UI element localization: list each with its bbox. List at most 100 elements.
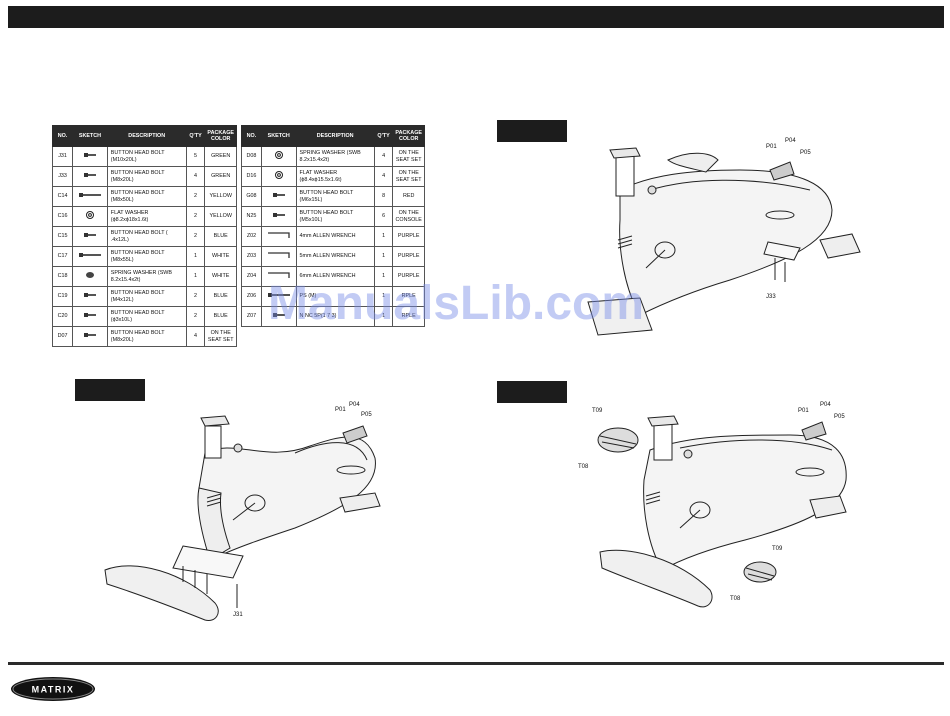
package-color: WHITE [204,246,237,267]
wrench-sketch-icon [267,272,290,279]
part-label: T08 [730,596,741,602]
part-number: C14 [51,186,74,207]
quantity: 1 [373,246,394,267]
step-label-1 [75,379,145,401]
bolt-sketch-icon [272,213,285,218]
bolt-sketch-icon [83,333,96,338]
package-color: BLUE [204,226,237,247]
part-description: BUTTON HEAD BOLT (ϕ3x10L) [106,306,187,327]
part-label: J33 [766,294,776,300]
quantity: 1 [185,266,206,287]
logo-text: MATRIX [32,685,75,695]
part-label: P04 [349,402,360,408]
package-color: ON THE SEAT SET [392,166,425,187]
package-color: ON THE CONSOLE [392,206,425,227]
washer-sketch-icon [85,211,94,220]
part-description: BUTTON HEAD BOLT (M6x15L) [295,186,375,207]
sketch [72,246,108,267]
step-label-3 [497,381,567,403]
sketch [260,146,297,167]
part-number: C16 [51,206,74,227]
sketch [72,306,108,327]
footer-rule [8,662,944,665]
part-number: Z02 [241,226,262,247]
longbolt-sketch-icon [78,193,101,198]
package-color: RED [392,186,425,207]
col-sketch: SKETCH [260,125,297,147]
part-description: SPRING WASHER (SWB 8.2x15.4x2t) [295,146,375,167]
part-number: Z07 [241,306,262,327]
quantity: 2 [185,306,206,327]
quantity: 1 [185,246,206,267]
quantity: 6 [373,206,394,227]
bolt-sketch-icon [83,153,96,158]
part-number: Z03 [241,246,262,267]
longbolt-sketch-icon [78,253,101,258]
part-number: C19 [51,286,74,307]
sketch [72,266,108,287]
quantity: 5 [185,146,206,167]
col-no: NO. [51,125,74,147]
part-label: T08 [578,464,589,470]
smallbolt-sketch-icon [83,313,96,318]
parts-table-left: NO. SKETCH DESCRIPTION Q'TY PACKAGE COLO… [51,125,237,347]
part-number: D16 [241,166,262,187]
package-color: YELLOW [204,186,237,207]
part-description: BUTTON HEAD BOLT (M8x20L) [106,326,187,347]
part-label: P04 [785,138,796,144]
part-description: 5mm ALLEN WRENCH [295,246,375,267]
package-color: PURPLE [392,246,425,267]
part-description: BUTTON HEAD BOLT (M8x55L) [106,246,187,267]
sketch [260,226,297,247]
package-color: BLUE [204,286,237,307]
sketch [260,166,297,187]
step-label-2 [497,120,567,142]
sketch [260,186,297,207]
sketch [72,286,108,307]
package-color: PURPLE [392,226,425,247]
bolt-sketch-icon [83,233,96,238]
part-label: P05 [361,412,372,418]
package-color: PURPLE [392,266,425,287]
package-color: BLUE [204,306,237,327]
quantity: 2 [185,206,206,227]
part-description: BUTTON HEAD BOLT (M10x20L) [106,146,187,167]
part-label: P01 [766,144,777,150]
matrix-logo: MATRIX [11,677,95,701]
quantity: 4 [373,166,394,187]
watermark: ManualsLib.com [268,277,645,330]
part-description: 4mm ALLEN WRENCH [295,226,375,247]
quantity: 2 [185,186,206,207]
package-color: GREEN [204,166,237,187]
quantity: 2 [185,226,206,247]
assembly-diagram-3: P01 P04 P05 T09 T08 T09 T08 [578,402,847,608]
part-description: BUTTON HEAD BOLT (M5x10L) [295,206,375,227]
part-number: G08 [241,186,262,207]
quantity: 4 [185,326,206,347]
quantity: 2 [185,286,206,307]
bolt-sketch-icon [83,173,96,178]
smallbolt-sketch-icon [272,313,285,318]
washer-sketch-icon [274,151,283,160]
part-description: FLAT WASHER (ϕ8.4xϕ15.5x1.6t) [295,166,375,187]
part-number: C18 [51,266,74,287]
part-description: BUTTON HEAD BOLT (M8x20L) [106,166,187,187]
part-number: N25 [241,206,262,227]
bolt-sketch-icon [272,193,285,198]
part-number: J31 [51,146,74,167]
sketch [260,306,297,327]
sketch [72,326,108,347]
